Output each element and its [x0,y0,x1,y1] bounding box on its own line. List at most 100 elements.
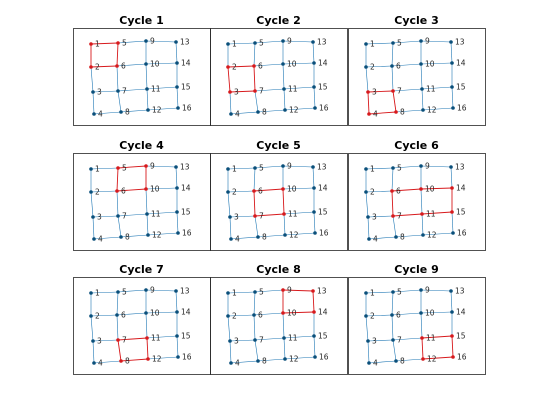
graph-node-10 [281,311,285,315]
node-label-1: 1 [370,165,375,174]
node-label-6: 6 [258,187,263,196]
graph-edge-7-8 [392,215,397,238]
node-label-2: 2 [370,312,375,321]
graph-node-9 [144,288,148,292]
node-label-6: 6 [258,62,263,71]
graph-node-16 [451,106,455,110]
cycle-edge-3-4 [367,91,370,115]
node-label-12: 12 [289,106,299,115]
node-label-11: 11 [151,334,161,343]
node-label-8: 8 [125,357,130,366]
panel-title: Cycle 3 [394,14,438,27]
graph-node-9 [281,39,285,43]
graph-edge-10-14 [420,311,453,314]
cycle-edge-6-7 [253,65,256,92]
graph-edge-5-6 [253,291,256,316]
graph-node-10 [144,311,148,315]
graph-node-6 [252,64,256,68]
node-label-11: 11 [426,334,436,343]
graph-edge-7-8 [254,215,259,238]
node-label-13: 13 [180,38,190,47]
node-label-16: 16 [319,353,329,362]
graph-node-15 [175,85,179,89]
graph-edge-3-7 [92,215,119,218]
graph-edge-10-14 [145,187,178,190]
graph-edge-1-5 [227,291,256,294]
graph-node-2 [226,65,230,69]
graph-node-6 [115,313,119,317]
graph-edge-5-9 [254,289,284,293]
node-label-14: 14 [318,184,328,193]
axes-box [348,28,486,126]
node-label-1: 1 [95,40,100,49]
graph-node-13 [311,289,315,293]
graph-node-11 [282,212,286,216]
graph-edge-11-12 [283,337,286,360]
node-label-15: 15 [318,83,328,92]
graph-edge-4-8 [368,360,397,364]
cycle-edge-10-14 [420,187,453,190]
graph-node-1 [89,42,93,46]
node-label-11: 11 [288,334,298,343]
node-label-10: 10 [150,60,160,69]
graph-node-8 [394,235,398,239]
node-label-8: 8 [400,108,405,117]
node-label-8: 8 [400,357,405,366]
graph-node-3 [91,215,95,219]
graph-edge-2-3 [365,191,369,218]
graph-node-12 [421,357,425,361]
graph-edge-4-8 [93,360,122,364]
graph-node-5 [116,166,120,170]
graph-node-5 [391,41,395,45]
node-label-1: 1 [232,165,237,174]
node-label-7: 7 [397,336,402,345]
node-label-6: 6 [121,311,126,320]
graph-edge-3-7 [229,339,256,342]
node-label-13: 13 [455,163,465,172]
node-label-9: 9 [150,37,155,46]
graph-edge-6-7 [116,65,119,92]
axes-box [210,28,348,126]
graph-edge-11-12 [421,213,424,236]
graph-node-9 [144,164,148,168]
node-label-12: 12 [289,355,299,364]
axes-box [210,277,348,375]
panel-title: Cycle 1 [119,14,163,27]
graph-edge-12-16 [284,356,316,360]
graph-node-12 [421,108,425,112]
graph-node-14 [312,310,316,314]
node-label-14: 14 [181,184,191,193]
graph-edge-6-10 [391,312,422,316]
node-label-4: 4 [98,110,103,119]
node-label-15: 15 [456,208,466,217]
graph-node-15 [175,334,179,338]
node-label-15: 15 [318,332,328,341]
graph-edge-15-16 [176,335,179,358]
graph-node-13 [449,289,453,293]
graph-node-8 [394,359,398,363]
graph-node-2 [226,314,230,318]
graph-edge-9-13 [420,40,452,43]
graph-node-11 [420,212,424,216]
graph-edge-4-8 [230,360,259,364]
graph-edge-11-15 [283,211,315,215]
graph-node-15 [312,85,316,89]
node-label-7: 7 [122,336,127,345]
panel-title: Cycle 8 [256,263,300,276]
graph-edge-15-16 [313,335,316,358]
graph-edge-1-5 [90,291,119,294]
graph-node-7 [116,338,120,342]
node-label-9: 9 [287,286,292,295]
graph-node-4 [367,237,371,241]
node-label-15: 15 [181,208,191,217]
graph-node-4 [92,361,96,365]
graph-edge-6-10 [253,63,284,67]
graph-edge-10-11 [145,188,148,215]
graph-node-12 [146,357,150,361]
graph-edge-4-8 [368,236,397,240]
node-label-8: 8 [400,233,405,242]
graph-edge-2-3 [365,315,369,342]
node-label-9: 9 [287,37,292,46]
